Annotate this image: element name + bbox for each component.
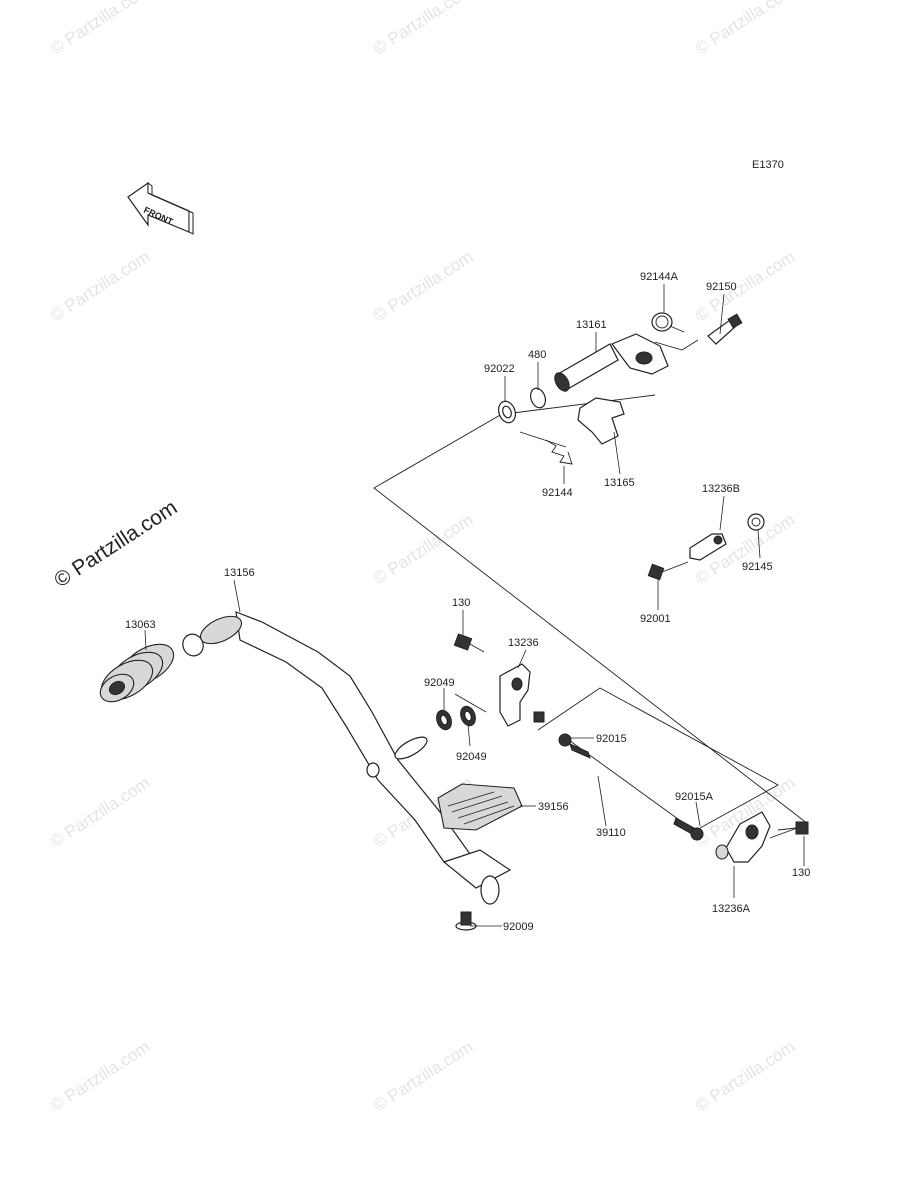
part-92144a-spring (651, 312, 685, 333)
part-labels: 13156 13063 130 13236 92049 92049 92015 … (125, 271, 810, 933)
part-39156-pad (437, 783, 523, 831)
part-13236-lever (499, 663, 545, 727)
label-13236a: 13236A (712, 903, 751, 915)
part-92009-bolt (455, 911, 477, 931)
label-130-upper: 130 (452, 597, 470, 609)
part-92001-bolt (647, 561, 689, 581)
label-92009: 92009 (503, 921, 534, 933)
part-13156-pedal-arm (182, 611, 512, 905)
part-92022-washer (497, 400, 517, 424)
label-13236b: 13236B (702, 483, 740, 495)
watermark: © Partzilla.com (47, 1037, 153, 1115)
watermark: © Partzilla.com (370, 0, 476, 58)
part-130-bolt (453, 633, 485, 653)
diagram-code: E1370 (752, 159, 784, 171)
label-39110: 39110 (596, 827, 626, 839)
watermark-layer: © Partzilla.com © Partzilla.com © Partzi… (47, 0, 798, 1115)
watermark: © Partzilla.com (370, 247, 476, 325)
label-13063: 13063 (125, 619, 156, 631)
label-92150: 92150 (706, 281, 737, 293)
label-480: 480 (528, 349, 546, 361)
part-13161-shaft (554, 333, 669, 392)
watermark: © Partzilla.com (47, 0, 153, 58)
front-arrow-icon: FRONT (127, 181, 194, 235)
watermark: © Partzilla.com (692, 1037, 798, 1115)
label-92144: 92144 (542, 487, 573, 499)
label-13156: 13156 (224, 567, 255, 579)
label-13236: 13236 (508, 637, 539, 649)
label-92049-bottom: 92049 (456, 751, 487, 763)
label-92015a: 92015A (675, 791, 714, 803)
label-92001: 92001 (640, 613, 671, 625)
label-92015: 92015 (596, 733, 627, 745)
part-39110-tie-rod (558, 733, 704, 841)
watermark: © Partzilla.com (47, 773, 153, 851)
part-92145-clip (747, 513, 765, 531)
part-13063-grip (99, 643, 175, 703)
part-480-circlip (529, 387, 547, 409)
part-92049-washers (436, 705, 476, 731)
part-92144-spring (545, 439, 573, 465)
watermark: © Partzilla.com (370, 1037, 476, 1115)
label-92145: 92145 (742, 561, 773, 573)
part-13165-plate (577, 397, 625, 445)
part-92150-pin (707, 313, 743, 345)
label-39156: 39156 (538, 801, 569, 813)
label-130-lower: 130 (792, 867, 810, 879)
label-13165: 13165 (604, 477, 635, 489)
part-13236a-lever (715, 811, 809, 863)
watermark: © Partzilla.com (370, 510, 476, 588)
watermark-large: © Partzilla.com (50, 496, 181, 592)
watermark: © Partzilla.com (692, 0, 798, 58)
watermark: © Partzilla.com (47, 247, 153, 325)
label-92144a: 92144A (640, 271, 679, 283)
reference-lines (373, 339, 809, 839)
label-13161: 13161 (576, 319, 607, 331)
label-92049-top: 92049 (424, 677, 455, 689)
leader-lines (144, 284, 805, 927)
part-13236b-arm (689, 533, 727, 561)
label-92022: 92022 (484, 363, 515, 375)
